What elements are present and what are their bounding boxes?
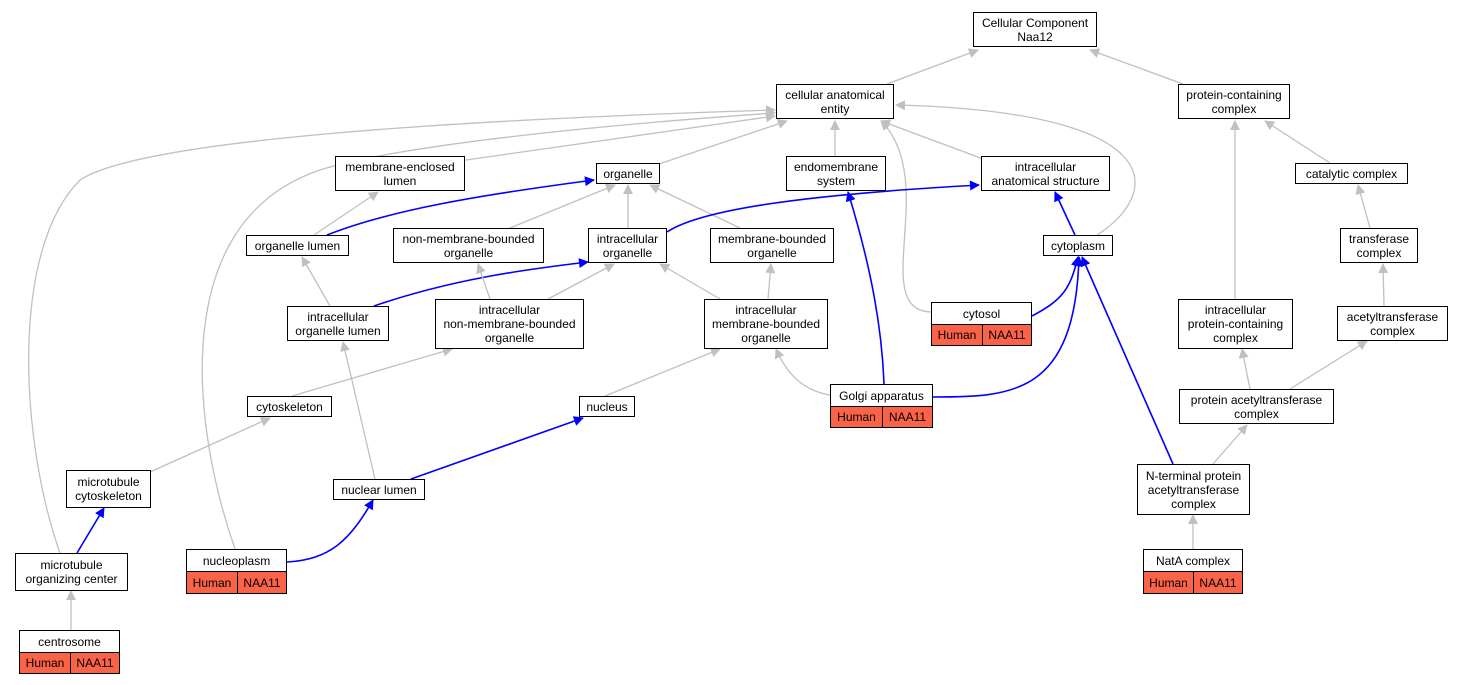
- edge-is-a-pac-to-ipcc: [1238, 348, 1251, 390]
- node-organelle-lumen[interactable]: organelle lumen: [246, 235, 349, 256]
- node-intracellular-non-membrane-bounded-organelle[interactable]: intracellular non-membrane-bounded organ…: [435, 299, 584, 349]
- edge-is-a-ntpac-to-pac: [1212, 424, 1248, 465]
- edge-part-of-io-to-ias: [666, 180, 980, 233]
- edge-is-a-cyto-to-cae: [895, 100, 1136, 236]
- nucleoplasm-gene-tag: NAA11: [238, 571, 287, 594]
- edge-is-a-org-to-cae: [655, 119, 788, 166]
- node-transferase-complex[interactable]: transferase complex: [1340, 228, 1418, 263]
- nata-gene-tag: NAA11: [1194, 571, 1243, 594]
- node-protein-containing-complex[interactable]: protein-containing complex: [1178, 84, 1290, 119]
- node-catalytic-complex[interactable]: catalytic complex: [1295, 163, 1408, 184]
- edge-is-a-iol-to-orglum: [301, 256, 331, 307]
- golgi-species-tag: Human: [830, 406, 883, 428]
- edge-is-a-pcc-to-root: [1089, 48, 1184, 85]
- node-intracellular-organelle[interactable]: intracellular organelle: [588, 228, 667, 263]
- node-intracellular-organelle-lumen[interactable]: intracellular organelle lumen: [287, 306, 389, 341]
- edge-part-of-ntpac-to-cyto: [1081, 256, 1174, 465]
- edge-is-a-cae-to-root: [886, 48, 979, 85]
- edge-part-of-nucpl-to-nlum: [286, 499, 374, 563]
- node-nucleoplasm[interactable]: nucleoplasm: [186, 549, 287, 572]
- edge-is-a-mtoc-to-cae: [28, 105, 776, 554]
- node-intracellular-protein-containing-complex[interactable]: intracellular protein-containing complex: [1178, 299, 1293, 349]
- edge-is-a-nucpl-to-cae: [201, 108, 776, 550]
- edge-part-of-orglum-to-org: [326, 176, 595, 236]
- nucleoplasm-annotation: Human NAA11: [186, 571, 287, 594]
- node-microtubule-organizing-center[interactable]: microtubule organizing center: [15, 553, 128, 591]
- edge-is-a-inmbo-to-nmbo: [476, 263, 491, 300]
- edge-part-of-cyto-to-ias: [1054, 191, 1076, 236]
- centrosome-annotation: Human NAA11: [19, 652, 120, 674]
- nata-annotation: Human NAA11: [1143, 571, 1243, 594]
- node-cellular-component[interactable]: Cellular Component Naa12: [973, 12, 1097, 47]
- edge-is-a-nmbo-to-org: [509, 183, 616, 229]
- node-intracellular-membrane-bounded-organelle[interactable]: intracellular membrane-bounded organelle: [704, 299, 828, 349]
- edge-is-a-nuc-to-imbo: [604, 347, 721, 397]
- edge-is-a-cytosol-to-cae: [880, 120, 932, 313]
- node-membrane-bounded-organelle[interactable]: membrane-bounded organelle: [710, 228, 834, 263]
- edge-is-a-ias-to-cae: [880, 119, 987, 161]
- edge-part-of-iol-to-io: [373, 258, 589, 307]
- node-nuclear-lumen[interactable]: nuclear lumen: [333, 479, 425, 500]
- nucleoplasm-species-tag: Human: [186, 571, 238, 594]
- node-protein-acetyltransferase-complex[interactable]: protein acetyltransferase complex: [1179, 389, 1334, 424]
- node-nata-complex[interactable]: NatA complex: [1143, 549, 1243, 572]
- edge-is-a-imbo-to-mbo: [765, 263, 776, 300]
- edge-part-of-golgi-to-ems: [845, 191, 885, 385]
- node-n-terminal-protein-acetyltransferase-complex[interactable]: N-terminal protein acetyltransferase com…: [1137, 464, 1250, 515]
- edge-is-a-trans-to-cat: [1355, 184, 1371, 229]
- cytosol-gene-tag: NAA11: [983, 324, 1032, 346]
- nata-species-tag: Human: [1143, 571, 1194, 594]
- node-endomembrane-system[interactable]: endomembrane system: [786, 156, 886, 191]
- edge-is-a-mel-to-cae: [458, 112, 776, 162]
- node-cellular-anatomical-entity[interactable]: cellular anatomical entity: [776, 84, 894, 119]
- golgi-annotation: Human NAA11: [830, 406, 933, 428]
- edge-is-a-mbo-to-org: [649, 184, 741, 229]
- centrosome-species-tag: Human: [19, 652, 71, 674]
- edge-is-a-inmbo-to-io: [547, 263, 615, 300]
- node-nucleus[interactable]: nucleus: [579, 396, 635, 417]
- edge-is-a-orglum-to-mel: [313, 191, 379, 236]
- cytosol-annotation: Human NAA11: [931, 324, 1032, 346]
- edge-is-a-golgi-to-imbo: [774, 348, 831, 396]
- edge-is-a-csk-to-inmbo: [291, 346, 453, 397]
- edge-part-of-mtoc-to-mtc: [76, 507, 105, 554]
- centrosome-gene-tag: NAA11: [71, 652, 120, 674]
- node-cytoskeleton[interactable]: cytoskeleton: [247, 396, 332, 417]
- golgi-gene-tag: NAA11: [883, 406, 933, 428]
- edge-is-a-acet-to-trans: [1378, 263, 1389, 307]
- node-organelle[interactable]: organelle: [596, 163, 660, 184]
- edge-is-a-imbo-to-io: [659, 263, 721, 300]
- edge-is-a-mtc-to-csk: [149, 417, 271, 473]
- node-golgi-apparatus[interactable]: Golgi apparatus: [830, 384, 933, 407]
- node-non-membrane-bounded-organelle[interactable]: non-membrane-bounded organelle: [393, 228, 544, 263]
- cytosol-species-tag: Human: [931, 324, 983, 346]
- edge-part-of-golgi-to-cyto: [932, 256, 1084, 398]
- node-acetyltransferase-complex[interactable]: acetyltransferase complex: [1337, 306, 1448, 341]
- edge-part-of-nlum-to-nuc: [410, 416, 584, 480]
- edge-is-a-pac-to-acet: [1289, 340, 1368, 390]
- edge-part-of-cytosol-to-cyto: [1031, 256, 1081, 317]
- node-cytoplasm[interactable]: cytoplasm: [1043, 235, 1113, 256]
- node-cytosol[interactable]: cytosol: [931, 302, 1032, 325]
- node-microtubule-cytoskeleton[interactable]: microtubule cytoskeleton: [66, 470, 151, 508]
- node-membrane-enclosed-lumen[interactable]: membrane-enclosed lumen: [335, 156, 465, 191]
- node-centrosome[interactable]: centrosome: [19, 630, 120, 653]
- node-intracellular-anatomical-structure[interactable]: intracellular anatomical structure: [981, 156, 1110, 191]
- edge-is-a-nlum-to-iol: [340, 341, 376, 480]
- edge-is-a-cat-to-pcc: [1264, 120, 1331, 164]
